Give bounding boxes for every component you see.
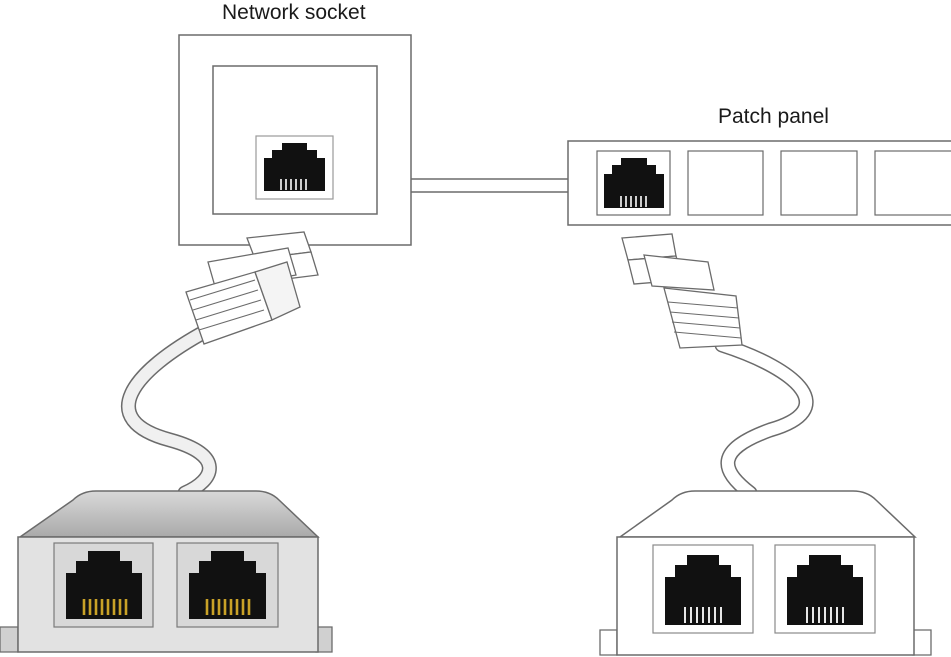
patch-panel-port-2 — [687, 150, 764, 216]
socket-rj45-port — [255, 135, 334, 200]
right-patch-cable — [714, 337, 814, 501]
patch-panel-port-3 — [780, 150, 858, 216]
right-rj45-plug — [621, 233, 743, 349]
patch-panel-label: Patch panel — [718, 105, 829, 128]
patch-panel-port-4 — [874, 150, 951, 216]
network-socket-label: Network socket — [222, 1, 366, 24]
right-splitter — [599, 490, 932, 656]
network-socket — [178, 34, 412, 246]
left-patch-cable — [121, 322, 217, 501]
right-splitter-port-b — [774, 544, 876, 634]
patch-panel — [567, 140, 951, 226]
right-splitter-port-a — [652, 544, 754, 634]
left-rj45-plug — [185, 231, 319, 345]
patch-panel-port-1 — [604, 158, 664, 208]
left-splitter-port-b — [176, 542, 279, 628]
left-splitter — [0, 490, 333, 653]
left-splitter-port-a — [53, 542, 154, 628]
socket-to-panel-link — [409, 178, 573, 193]
